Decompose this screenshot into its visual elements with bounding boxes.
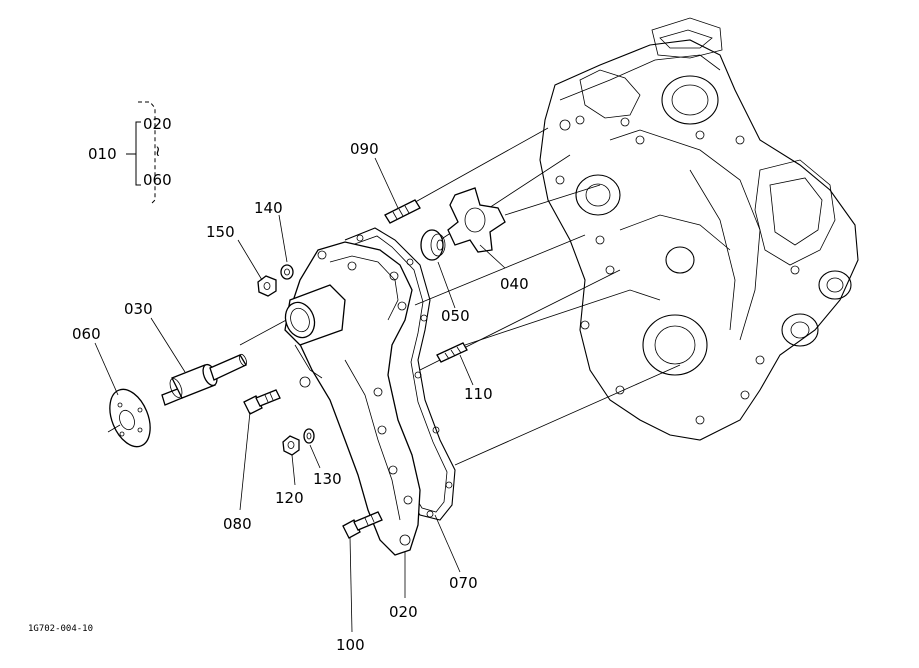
gear-case-housing — [539, 17, 859, 441]
nut-150 — [257, 275, 277, 297]
label-060-range-end: 060 — [143, 171, 172, 189]
label-130: 130 — [313, 470, 342, 488]
label-leader-lines — [94, 157, 506, 633]
nut-120 — [282, 435, 300, 456]
stud-bolt-090 — [384, 199, 421, 224]
label-100: 100 — [336, 636, 365, 654]
label-020-range-start: 020 — [143, 115, 172, 133]
water-pump-body-020 — [284, 241, 421, 556]
washer-140 — [280, 264, 294, 280]
washer-130 — [303, 428, 315, 444]
bolt-100 — [342, 511, 383, 539]
label-range-tilde: ≀ — [155, 142, 161, 160]
label-030: 030 — [124, 300, 153, 318]
label-140: 140 — [254, 199, 283, 217]
bolt-080 — [243, 389, 281, 415]
drawing-code: 1G702-004-10 — [28, 624, 93, 634]
shaft-bearing-030 — [161, 353, 247, 406]
flange-hub-060 — [107, 388, 151, 448]
assembly-bracket — [126, 101, 156, 206]
label-050: 050 — [441, 307, 470, 325]
label-120: 120 — [275, 489, 304, 507]
label-040: 040 — [500, 275, 529, 293]
impeller-040 — [447, 187, 506, 253]
part-labels: 010 020 ≀ 060 090 140 150 030 060 040 05… — [28, 115, 529, 654]
label-080: 080 — [223, 515, 252, 533]
label-110: 110 — [464, 385, 493, 403]
stud-bolt-110 — [436, 342, 468, 363]
label-020: 020 — [389, 603, 418, 621]
label-060: 060 — [72, 325, 101, 343]
label-150: 150 — [206, 223, 235, 241]
mechanical-seal-050 — [420, 229, 446, 261]
label-090: 090 — [350, 140, 379, 158]
label-070: 070 — [449, 574, 478, 592]
label-010: 010 — [88, 145, 117, 163]
